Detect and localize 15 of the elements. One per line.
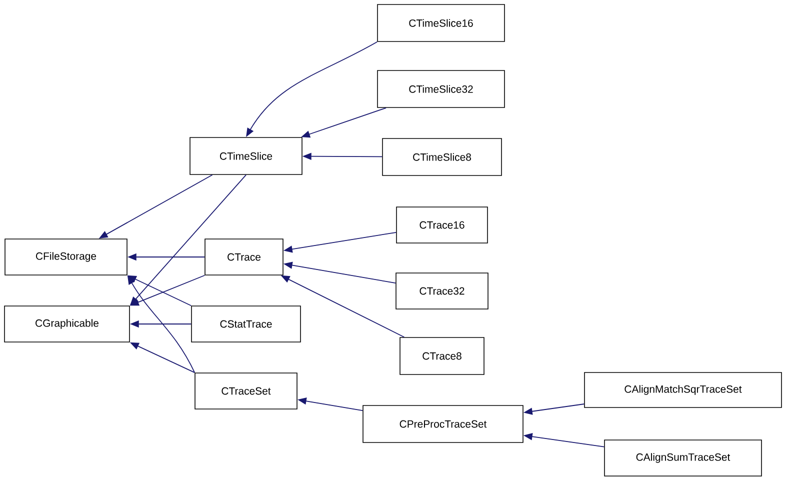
class-box: CGraphicable	[4, 306, 130, 342]
class-box: CTrace8	[400, 337, 484, 375]
class-box: CTrace32	[396, 272, 488, 310]
class-box: CTraceSet	[194, 372, 298, 410]
class-box: CTimeSlice16	[377, 4, 505, 42]
class-box: CTrace	[204, 238, 284, 276]
class-box: CStatTrace	[191, 306, 301, 342]
class-box: CTimeSlice32	[377, 70, 505, 108]
class-box: CTrace16	[396, 206, 488, 244]
class-box: CFileStorage	[4, 238, 128, 276]
class-box: CTimeSlice	[190, 137, 302, 175]
class-box: CAlignSumTraceSet	[604, 440, 762, 476]
class-box: CAlignMatchSqrTraceSet	[584, 372, 782, 408]
class-box: CTimeSlice8	[382, 138, 502, 176]
class-box: CPreProcTraceSet	[362, 405, 524, 443]
